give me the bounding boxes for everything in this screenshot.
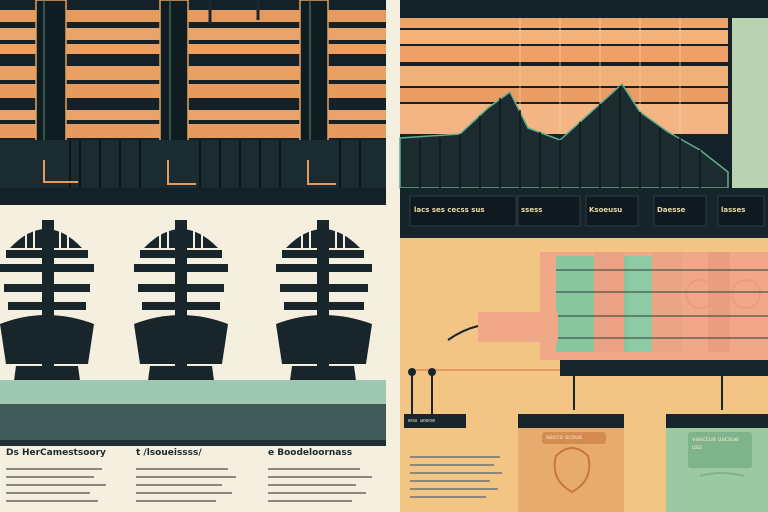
orange-box-label: secco scous (546, 434, 583, 441)
caption-left-heading: Ds HerCamestsoory (6, 448, 106, 458)
left-green-ledge (0, 380, 386, 446)
right-top-panel (399, 0, 768, 238)
caption-right-heading: e Boodeloornass (268, 448, 353, 458)
right-bottom-boxes (518, 414, 768, 512)
tag-4: Daesse (657, 206, 686, 214)
left-top-panel (0, 0, 386, 205)
green-box-label: vasccus uscsue uss (692, 436, 739, 451)
right-machine (404, 252, 768, 428)
device-label: eoa aoeoe (408, 418, 436, 424)
tag-2: ssess (521, 206, 543, 214)
caption-body-lines (6, 456, 502, 502)
tag-5: lasses (721, 206, 746, 214)
tag-3: Ksoeusu (589, 206, 623, 214)
device-box (404, 414, 466, 428)
caption-middle-heading: t /lsoueissss/ (136, 448, 202, 458)
center-gutter (386, 0, 400, 512)
tag-1: lacs ses cecss sus (414, 206, 485, 214)
